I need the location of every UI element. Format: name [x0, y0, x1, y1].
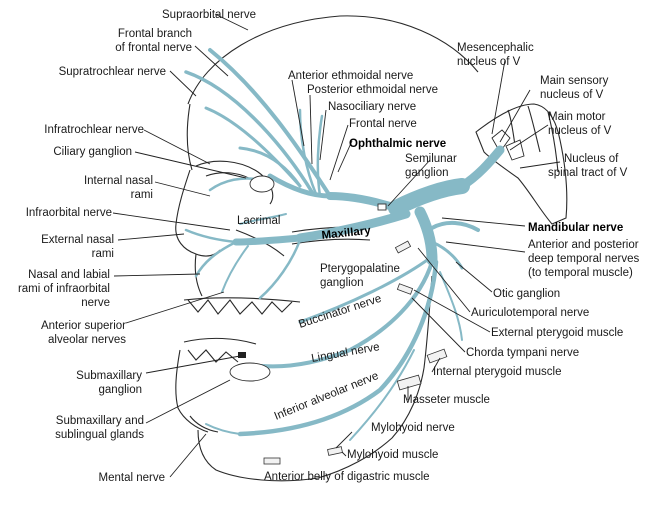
label-buccinator: Buccinator nerve — [297, 293, 383, 331]
label-frontal: Frontal nerve — [349, 118, 417, 130]
label-mesencephalic-2: nucleus of V — [457, 56, 521, 68]
label-nasal-labial-2: rami of infraorbital — [18, 283, 110, 295]
label-lingual: Lingual nerve — [310, 341, 380, 365]
leader-lines — [112, 13, 561, 478]
internal-pterygoid-shape — [426, 348, 448, 364]
label-nasociliary: Nasociliary nerve — [328, 101, 416, 113]
label-auriculotemporal: Auriculotemporal nerve — [471, 307, 589, 319]
label-frontal-branch-1: Frontal branch — [118, 28, 192, 40]
nerve-network — [184, 48, 505, 441]
label-anterior-ethmoidal: Anterior ethmoidal nerve — [288, 70, 413, 82]
label-internal-nasal-2: rami — [131, 189, 153, 201]
label-inferior-alveolar: Inferior alveolar nerve — [273, 370, 381, 423]
external-pterygoid-shape — [396, 283, 414, 295]
ciliary-ganglion-shape — [249, 175, 275, 193]
skull-outline — [175, 15, 479, 482]
label-submaxillary-ganglion-1: Submaxillary — [76, 370, 142, 382]
label-infraorbital: Infraorbital nerve — [26, 207, 112, 219]
otic-ganglion-shape — [394, 240, 412, 254]
label-frontal-branch-2: of frontal nerve — [115, 42, 192, 54]
label-ciliary: Ciliary ganglion — [53, 146, 132, 158]
label-deep-temporal-2: deep temporal nerves — [528, 253, 639, 265]
label-digastric: Anterior belly of digastric muscle — [264, 471, 430, 483]
label-masseter: Masseter muscle — [403, 394, 490, 406]
label-main-motor-1: Main motor — [548, 111, 606, 123]
label-external-nasal-2: rami — [92, 248, 114, 260]
label-mental: Mental nerve — [99, 472, 165, 484]
label-semilunar-2: ganglion — [405, 167, 448, 179]
label-deep-temporal-3: (to temporal muscle) — [528, 267, 633, 279]
label-semilunar-1: Semilunar — [405, 153, 457, 165]
label-mylohyoid-muscle: Mylohyoid muscle — [347, 449, 438, 461]
label-supratrochlear: Supratrochlear nerve — [59, 66, 166, 78]
label-main-motor-2: nucleus of V — [548, 125, 612, 137]
label-mylohyoid-nerve: Mylohyoid nerve — [371, 422, 455, 434]
semilunar-marker — [377, 203, 387, 211]
digastric-shape — [263, 457, 281, 465]
label-ant-sup-alveolar-1: Anterior superior — [41, 320, 126, 332]
label-infratrochlear: Infratrochlear nerve — [44, 124, 144, 136]
label-submaxillary-ganglion-2: ganglion — [99, 384, 142, 396]
label-chorda-tympani: Chorda tympani nerve — [466, 347, 579, 359]
submaxillary-ganglion-shape — [238, 352, 246, 358]
submaxillary-gland-shape — [229, 362, 271, 382]
label-pterygopalatine-1: Pterygopalatine — [320, 263, 400, 275]
label-otic: Otic ganglion — [493, 288, 560, 300]
label-nasal-labial-1: Nasal and labial — [28, 269, 110, 281]
label-external-pterygoid: External pterygoid muscle — [491, 327, 623, 339]
labels: Supraorbital nerve Frontal branch of fro… — [18, 9, 640, 484]
label-internal-pterygoid: Internal pterygoid muscle — [433, 366, 561, 378]
mylohyoid-shape — [327, 446, 343, 456]
label-main-sensory-2: nucleus of V — [540, 89, 604, 101]
label-ant-sup-alveolar-2: alveolar nerves — [48, 334, 126, 346]
label-mesencephalic-1: Mesencephalic — [457, 42, 534, 54]
label-submaxillary-glands-1: Submaxillary and — [56, 415, 144, 427]
label-posterior-ethmoidal: Posterior ethmoidal nerve — [307, 84, 438, 96]
label-ophthalmic: Ophthalmic nerve — [349, 138, 446, 150]
label-maxillary: Maxillary — [321, 225, 372, 242]
label-main-sensory-1: Main sensory — [540, 75, 609, 87]
label-external-nasal-1: External nasal — [41, 234, 114, 246]
label-pterygopalatine-2: ganglion — [320, 277, 363, 289]
masseter-shape — [396, 374, 422, 391]
label-submaxillary-glands-2: sublingual glands — [55, 429, 144, 441]
label-lacrimal: Lacrimal — [237, 215, 280, 227]
label-mandibular: Mandibular nerve — [528, 222, 623, 234]
label-spinal-tract-2: spinal tract of V — [548, 167, 628, 179]
label-deep-temporal-1: Anterior and posterior — [528, 239, 639, 251]
label-supraorbital: Supraorbital nerve — [162, 9, 256, 21]
label-nasal-labial-3: nerve — [81, 297, 110, 309]
label-spinal-tract-1: Nucleus of — [564, 153, 619, 165]
label-internal-nasal-1: Internal nasal — [84, 175, 153, 187]
ganglia-and-muscles — [229, 175, 448, 465]
